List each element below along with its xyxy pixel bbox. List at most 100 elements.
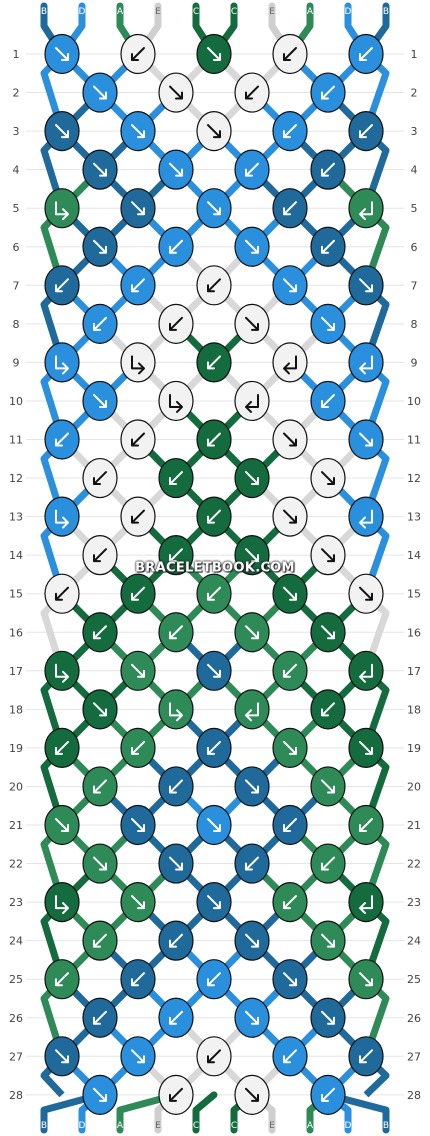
arrow-left-icon (207, 509, 221, 524)
arrow-right-icon (169, 162, 183, 177)
arrow-left-icon (169, 471, 183, 486)
knot (348, 573, 384, 614)
knot (196, 650, 232, 691)
row-number-right: 28 (407, 1089, 421, 1102)
knot (196, 959, 232, 1000)
strand-label: D (345, 7, 352, 17)
arrow-left-icon (93, 1010, 107, 1025)
knot (44, 959, 80, 1000)
arrow-left-icon (55, 972, 69, 987)
knot (158, 72, 194, 113)
knot-oval (158, 380, 194, 422)
knot (310, 766, 346, 807)
knot-oval (158, 689, 194, 730)
arrow-left-icon (359, 47, 373, 61)
arrow-left-icon (283, 1049, 297, 1064)
row-number-right: 23 (407, 896, 421, 909)
arrow-left-icon (93, 779, 107, 794)
knot (158, 303, 194, 344)
arrow-right-icon (283, 972, 297, 987)
arrow-left-icon (207, 278, 221, 293)
arrow-left-icon (169, 1010, 183, 1025)
arrow-right-icon (321, 316, 335, 331)
arrow-right-icon (359, 586, 373, 601)
knot (234, 72, 270, 113)
arrow-right-icon (359, 972, 373, 987)
knot (120, 959, 156, 1000)
arrow-left-icon (55, 586, 69, 601)
arrow-right-icon (93, 162, 107, 177)
knot (196, 881, 232, 923)
knot (196, 188, 232, 229)
row-number-right: 3 (411, 125, 418, 138)
knot (348, 342, 384, 383)
knot (234, 149, 270, 190)
arrow-left-icon (169, 933, 183, 948)
arrow-left-icon (93, 548, 107, 563)
row-number-left: 9 (13, 356, 20, 369)
arrow-right-icon (131, 1049, 145, 1064)
row-number-left: 21 (9, 819, 23, 832)
row-number-right: 22 (407, 858, 421, 871)
arrow-right-icon (55, 124, 69, 139)
row-number-right: 13 (407, 511, 421, 524)
arrow-right-icon (169, 702, 183, 722)
arrow-left-icon (169, 239, 183, 254)
knot (82, 72, 118, 113)
arrow-right-icon (169, 85, 183, 100)
knot-oval (44, 881, 80, 923)
arrow-left-icon (283, 47, 297, 61)
arrow-right-icon (55, 509, 69, 529)
strand-label: A (117, 1121, 124, 1131)
knot (272, 573, 308, 614)
knot (196, 1036, 232, 1077)
knot (196, 342, 232, 383)
arrow-right-icon (245, 548, 259, 563)
knot (348, 881, 384, 923)
knot (272, 419, 308, 460)
row-number-left: 3 (13, 125, 20, 138)
knot (310, 535, 346, 576)
arrow-right-icon (93, 239, 107, 254)
arrow-left-icon (207, 355, 221, 370)
knot (310, 303, 346, 344)
knot (234, 1074, 270, 1115)
row-number-left: 19 (9, 742, 23, 755)
row-number-left: 1 (13, 48, 20, 61)
knot (348, 33, 384, 75)
knot (44, 188, 80, 229)
arrow-left-icon (245, 162, 259, 177)
row-number-right: 14 (407, 549, 421, 562)
knot (120, 188, 156, 229)
arrow-left-icon (245, 702, 259, 722)
strand-label: A (307, 1121, 314, 1131)
arrow-right-icon (93, 393, 107, 408)
knot (272, 496, 308, 537)
knot (120, 342, 156, 383)
strand-thread (192, 1091, 218, 1134)
knot (310, 689, 346, 730)
knot (272, 111, 308, 152)
knot-oval (120, 342, 156, 383)
knot (82, 1074, 118, 1115)
arrow-left-icon (283, 895, 297, 910)
knot-oval (348, 496, 384, 537)
knot-oval (348, 342, 384, 383)
arrow-left-icon (169, 548, 183, 563)
arrow-left-icon (321, 162, 335, 177)
arrow-right-icon (169, 393, 183, 413)
knot (82, 920, 118, 961)
knot (44, 727, 80, 769)
knot (348, 1036, 384, 1077)
knot (44, 881, 80, 923)
arrow-left-icon (359, 201, 373, 221)
row-number-right: 19 (407, 742, 421, 755)
knot (82, 689, 118, 730)
knot (272, 959, 308, 1000)
row-number-left: 2 (13, 87, 20, 100)
strand-label: B (383, 1121, 389, 1131)
row-number-right: 17 (407, 665, 421, 678)
knot (310, 997, 346, 1038)
arrow-right-icon (245, 1087, 259, 1102)
